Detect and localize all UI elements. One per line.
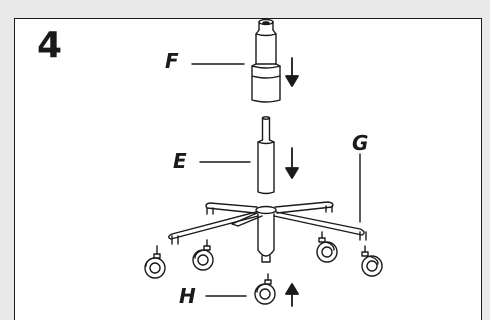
part-f-gas-lift-cover (251, 18, 281, 103)
step-panel (14, 18, 482, 320)
part-g-star-base (168, 201, 367, 263)
down-arrow-icon (285, 147, 299, 179)
step-number: 4 (37, 25, 63, 66)
part-label-h: H (179, 284, 196, 308)
part-label-e: E (173, 149, 187, 173)
part-label-g: G (352, 131, 369, 155)
caster-wheel (192, 239, 214, 271)
part-label-f: F (165, 49, 179, 73)
part-e-gas-cylinder (257, 116, 275, 195)
caster-wheel (316, 231, 338, 263)
down-arrow-icon (285, 57, 299, 87)
up-arrow-icon (285, 283, 299, 307)
caster-wheel (144, 245, 166, 279)
part-h-caster (254, 273, 276, 305)
caster-wheel (361, 245, 383, 277)
